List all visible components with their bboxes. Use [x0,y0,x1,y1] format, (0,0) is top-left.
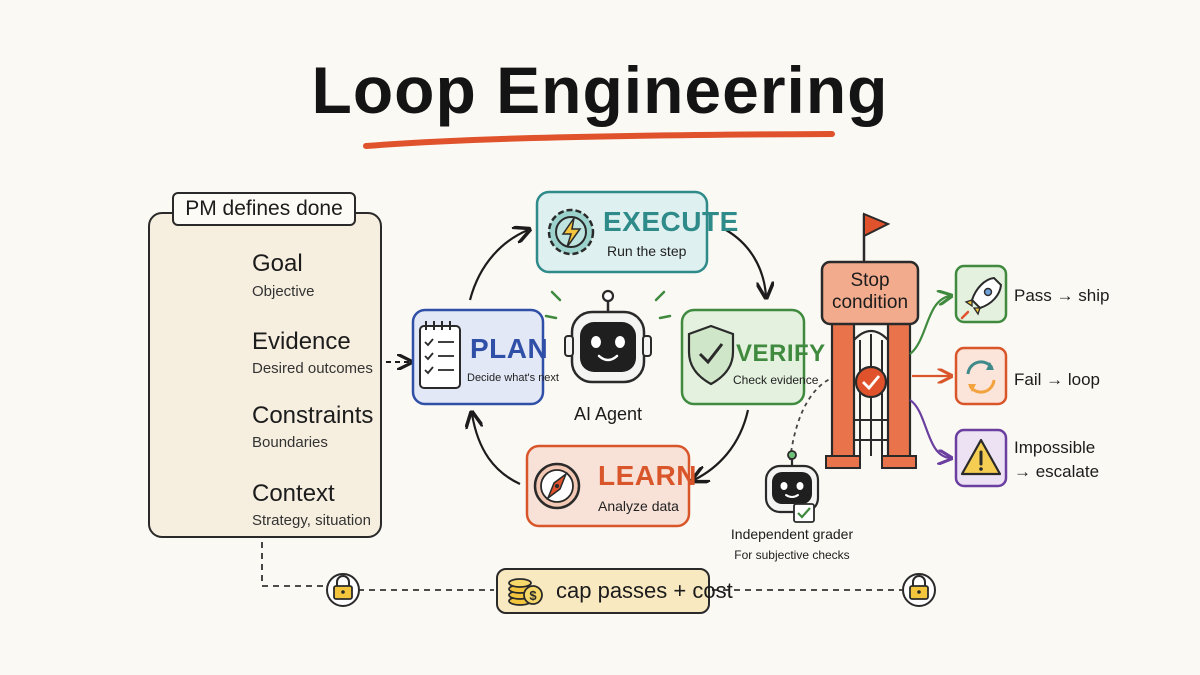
grader-robot-icon [764,450,820,523]
svg-text:$: $ [529,588,537,603]
pm-item-evidence-label: Evidence [252,328,351,355]
pm-item-goal-sub: Objective [252,283,315,300]
gear-lightning-icon [547,208,595,256]
gate-icon [825,212,917,469]
compass-icon [533,462,581,510]
warning-icon [954,428,1008,488]
ai-agent-label: AI Agent [573,404,643,424]
pm-panel-header: PM defines done [172,192,356,226]
learn-sub: Analyze data [598,498,679,514]
robot-icon [544,289,672,384]
pm-item-constraints-label: Constraints [252,402,374,429]
verify-sub: Check evidence [733,373,819,387]
execute-title: EXECUTE [603,206,739,237]
shield-check-icon [687,324,735,386]
pm-item-goal-label: Goal [252,250,303,277]
verify-title: VERIFY [736,340,826,367]
stop-condition-label: Stop condition [831,270,909,313]
coins-icon: $ [508,578,543,606]
learn-title: LEARN [598,460,697,491]
cap-label: cap passes + cost [556,578,733,603]
pm-item-context-label: Context [252,480,335,507]
title-underline [363,131,835,149]
pm-item-evidence-sub: Desired outcomes [252,360,373,377]
checklist-icon [419,321,461,389]
lock-icon [902,573,936,607]
cap-budget-box: $ [496,568,710,614]
plan-sub: Decide what's next [467,372,559,384]
page-title: Loop Engineering [311,53,889,127]
grader-title: Independent grader [730,526,854,542]
outcome-pass-label: Pass → ship [1014,286,1110,305]
pm-item-context-sub: Strategy, situation [252,512,371,529]
stop-condition-sign [820,260,920,326]
outcome-fail-label: Fail → loop [1014,370,1100,389]
execute-sub: Run the step [607,243,687,259]
pm-defines-done-panel [148,212,382,538]
plan-title: PLAN [470,333,549,364]
outcome-escalate-label: Impossible → escalate [1014,438,1100,481]
rocket-icon [954,264,1008,324]
grader-sub: For subjective checks [734,548,850,562]
pm-item-constraints-sub: Boundaries [252,434,328,451]
cycle-arrows-icon [954,346,1008,406]
lock-icon [326,573,360,607]
